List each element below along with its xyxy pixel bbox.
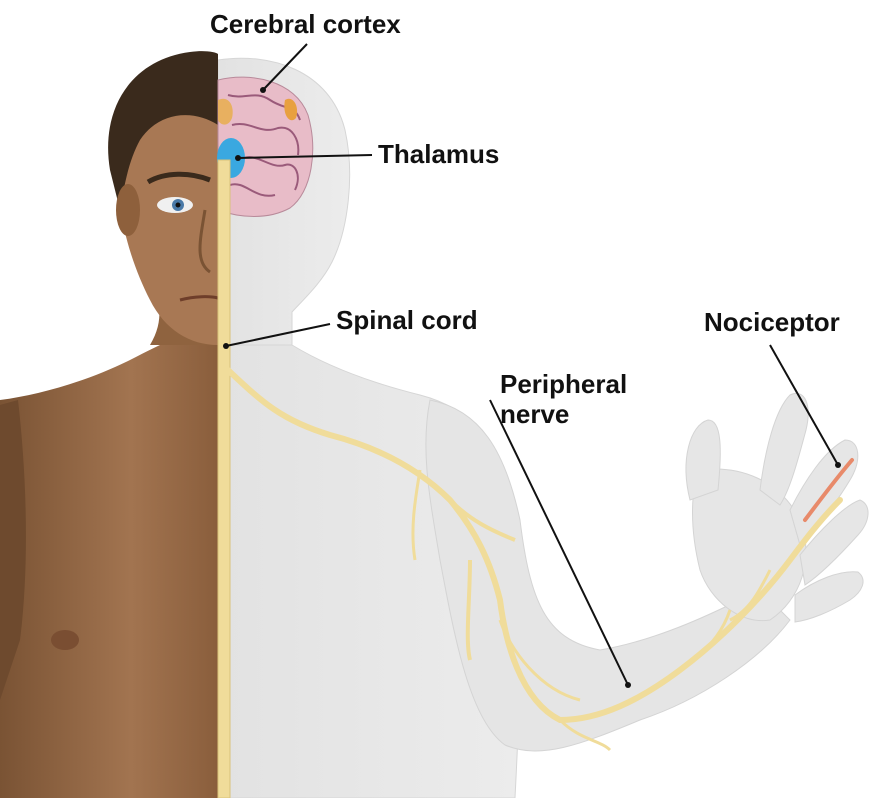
brain xyxy=(217,77,313,216)
nociceptor-label: Nociceptor xyxy=(704,308,840,336)
peripheral-nerve-label-line2: nerve xyxy=(500,400,569,428)
cerebral-cortex-label: Cerebral cortex xyxy=(210,10,401,38)
spinal-cord-label: Spinal cord xyxy=(336,306,478,334)
thalamus-label: Thalamus xyxy=(378,140,499,168)
peripheral-nerve-label-line1: Peripheral xyxy=(500,370,627,398)
realistic-half xyxy=(0,51,218,798)
